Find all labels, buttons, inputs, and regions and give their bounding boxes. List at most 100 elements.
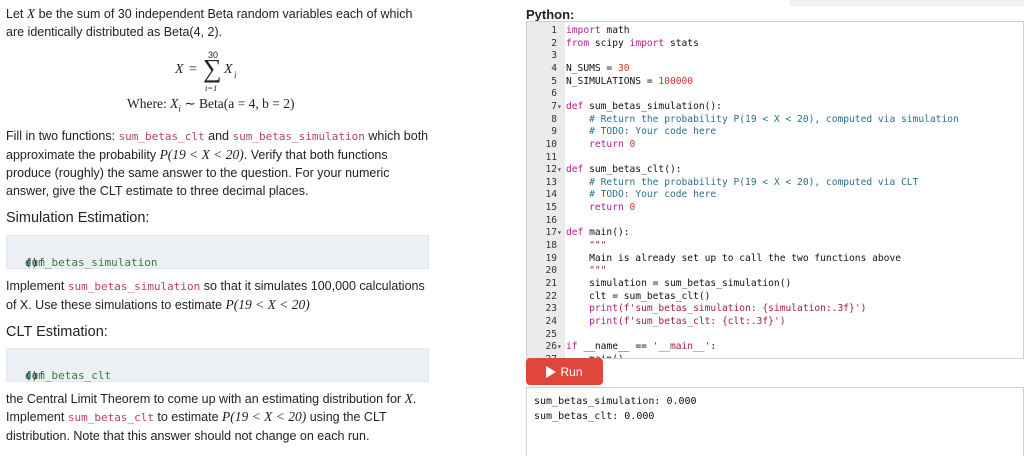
line-number: 19 [545, 252, 557, 264]
code-token: """ [589, 265, 607, 277]
code-line[interactable]: 5 N_SIMULATIONS = 100000 [527, 76, 1023, 89]
code-line[interactable]: 8 # Return the probability P(19 < X < 20… [527, 114, 1023, 127]
code-token: main(): [583, 227, 630, 239]
code-token: main() [566, 354, 624, 358]
code-token: """ [589, 240, 607, 252]
line-number: 18 [545, 240, 557, 252]
code-token: if [566, 341, 578, 353]
output-line: sum_betas_clt: 0.000 [534, 411, 655, 422]
code-line[interactable]: 3 [527, 50, 1023, 63]
line-number: 24 [545, 315, 557, 327]
code-token: (f'sum_betas_simulation: {simulation:.3f… [618, 303, 867, 315]
code-text: main() [566, 354, 624, 358]
line-number: 15 [545, 202, 557, 214]
simulation-instructions: Implement sum_betas_simulation so that i… [6, 279, 425, 312]
code-token [566, 114, 589, 125]
code-text: return 0 [566, 139, 635, 152]
code-token: # Return the probability P(19 < X < 20),… [589, 176, 919, 188]
code-line[interactable]: 19 Main is already set up to call the tw… [527, 253, 1023, 266]
line-number: 4 [551, 62, 557, 74]
code-token: N_SUMS = [566, 62, 618, 74]
code-token [566, 240, 589, 251]
code-line[interactable]: 25 [527, 329, 1023, 342]
code-line[interactable]: 12▾def sum_betas_clt(): [527, 164, 1023, 177]
code-line[interactable]: 7▾ def sum_betas_simulation(): [527, 101, 1023, 114]
code-text: Main is already set up to call the two f… [566, 253, 901, 266]
run-button[interactable]: Run [526, 358, 603, 385]
code-line[interactable]: 4 N_SUMS = 30 [527, 63, 1023, 76]
line-number: 3 [551, 50, 557, 62]
code-line[interactable]: 23 print(f'sum_betas_simulation: {simula… [527, 303, 1023, 316]
code-line[interactable]: 18 """ [527, 240, 1023, 253]
clt-instructions: the Central Limit Theorem to come up wit… [6, 391, 417, 443]
line-number: 14 [545, 189, 557, 201]
fold-arrow-icon[interactable]: ▾ [557, 165, 562, 175]
code-token [566, 189, 589, 200]
code-text: # Return the probability P(19 < X < 20),… [566, 114, 959, 127]
output-console: sum_betas_simulation: 0.000 sum_betas_cl… [526, 387, 1024, 456]
line-number: 26 [545, 341, 557, 353]
code-token: (f'sum_betas_clt: {clt:.3f}') [618, 315, 786, 327]
code-token [566, 202, 589, 213]
where-line: Where: Xi ∼ Beta(a = 4, b = 2) [127, 96, 295, 114]
fold-arrow-icon[interactable]: ▾ [557, 101, 562, 111]
code-token [566, 303, 589, 314]
code-line[interactable]: 13 # Return the probability P(19 < X < 2… [527, 177, 1023, 190]
line-number: 22 [545, 290, 557, 302]
code-line[interactable]: 16 [527, 215, 1023, 228]
code-token [566, 139, 589, 150]
code-token: import [629, 37, 665, 49]
code-token: from [566, 37, 590, 49]
sigma-symbol: ∑ [203, 54, 222, 83]
code-line[interactable]: 14 # TODO: Your code here [527, 189, 1023, 202]
code-line[interactable]: 9 # TODO: Your code here [527, 126, 1023, 139]
line-number: 27 [527, 354, 557, 358]
fill-in-instructions: Fill in two functions: sum_betas_clt and… [6, 129, 429, 198]
code-line[interactable]: 22 clt = sum_betas_clt() [527, 291, 1023, 304]
fold-arrow-icon[interactable]: ▾ [557, 228, 562, 238]
line-number: 17 [545, 227, 557, 239]
code-line[interactable]: 15 return 0 [527, 202, 1023, 215]
code-token: def [566, 227, 584, 239]
code-text: clt = sum_betas_clt() [566, 291, 710, 304]
code-token: # Return the probability P(19 < X < 20),… [589, 113, 959, 125]
code-text: def sum_betas_simulation(): [566, 101, 722, 114]
code-line[interactable]: 24 print(f'sum_betas_clt: {clt:.3f}') [527, 316, 1023, 329]
code-token [566, 126, 589, 137]
code-text: """ [566, 240, 606, 253]
code-line[interactable]: 11 [527, 152, 1023, 165]
code-line[interactable]: 26▾if __name__ == '__main__': [527, 341, 1023, 354]
code-token: 0 [629, 138, 636, 150]
code-text: # Return the probability P(19 < X < 20),… [566, 177, 918, 190]
code-token: N_SIMULATIONS = [566, 75, 659, 87]
code-token [566, 316, 589, 327]
code-text: return 0 [566, 202, 635, 215]
line-number: 11 [545, 151, 557, 163]
code-token: return [589, 202, 624, 214]
code-line[interactable]: 17▾ def main(): [527, 227, 1023, 240]
code-token: import [566, 25, 601, 36]
code-token: return [589, 138, 624, 150]
line-number: 7 [551, 100, 557, 112]
code-line[interactable]: 21 simulation = sum_betas_simulation() [527, 278, 1023, 291]
code-token: 30 [617, 62, 630, 74]
code-line[interactable]: 20 """ [527, 265, 1023, 278]
line-number: 20 [545, 265, 557, 277]
code-text: print(f'sum_betas_simulation: {simulatio… [566, 303, 866, 316]
fold-arrow-icon[interactable]: ▾ [557, 342, 562, 352]
code-token: print [589, 303, 618, 315]
code-token: 0 [629, 202, 636, 214]
code-text: def main(): [566, 227, 630, 240]
line-number: 5 [551, 75, 557, 87]
line-number: 13 [545, 176, 557, 188]
code-text: N_SIMULATIONS = 100000 [566, 76, 693, 89]
code-line[interactable]: 27 main() [527, 354, 1023, 358]
code-line[interactable]: 6 [527, 88, 1023, 101]
simulation-heading: Simulation Estimation: [6, 210, 150, 226]
code-token: Main is already set up to call the two f… [566, 252, 902, 264]
code-line[interactable]: 10 return 0 [527, 139, 1023, 152]
